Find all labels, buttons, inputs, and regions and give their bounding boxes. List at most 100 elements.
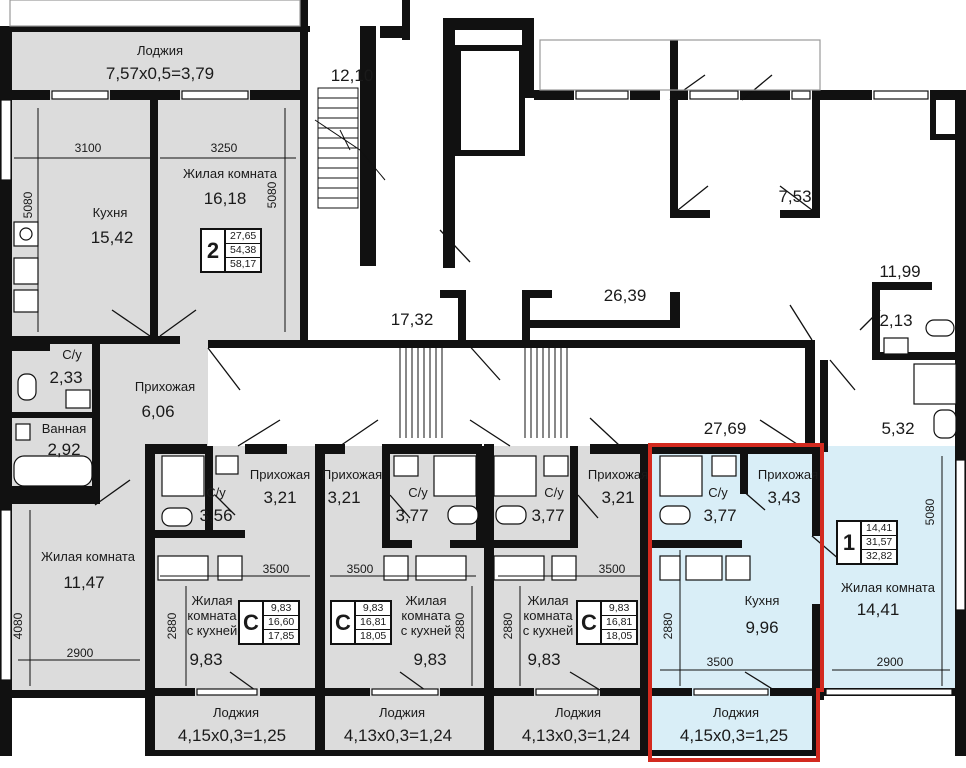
apt2-kitchen-label: Кухня	[92, 205, 128, 220]
dimension-lines	[14, 108, 950, 686]
stairs	[314, 87, 568, 438]
studio2-badge-total: 16,81	[356, 616, 391, 630]
apt2-area-badge: 2 27,65 54,38 58,17	[200, 228, 263, 273]
apt1-kitchen-area: 9,96	[745, 618, 779, 637]
studio1-badge-with-loggia: 17,85	[268, 630, 295, 642]
studio3-class: С	[578, 602, 602, 643]
apt2-badge-total: 54,38	[226, 244, 261, 258]
studio1-class: С	[240, 602, 264, 643]
room-area-532: 5,32	[881, 419, 915, 438]
studio2-dim-w: 3500	[346, 562, 374, 576]
studio1-room-label: Жилая комната с кухней	[186, 593, 238, 638]
apt2-rooms-count: 2	[202, 230, 226, 271]
hall-area-2639: 26,39	[603, 286, 647, 305]
bath-area-213: 2,13	[879, 311, 913, 330]
studio3-badge-total: 16,81	[602, 616, 637, 630]
apt2-living-area: 16,18	[203, 189, 247, 208]
studio1-room-area: 9,83	[189, 650, 223, 669]
apt2-bath1-label: С/у	[62, 347, 82, 362]
apt2-bath1-area: 2,33	[49, 368, 83, 387]
doors	[94, 74, 881, 691]
apt1-living-label: Жилая комната	[841, 580, 935, 595]
apt2-badge-living: 27,65	[226, 230, 261, 244]
apt1-hall-area: 3,43	[767, 488, 801, 507]
apt2-loggia-formula: 7,57x0,5=3,79	[105, 64, 215, 83]
apt2-dim-2900: 2900	[66, 646, 94, 660]
studio2-room-area: 9,83	[413, 650, 447, 669]
studio3-bath-label: С/у	[544, 485, 564, 500]
corridor-area-2769: 27,69	[703, 419, 747, 438]
apt2-loggia-label: Лоджия	[136, 43, 184, 58]
apt1-dim-5080: 5080	[923, 498, 937, 526]
studio3-loggia-label: Лоджия	[554, 705, 602, 720]
apt1-loggia-formula: 4,15x0,3=1,25	[679, 726, 789, 745]
apt2-living-label: Жилая комната	[183, 166, 277, 181]
studio1-loggia-label: Лоджия	[212, 705, 260, 720]
apt1-area-badge: 1 14,41 31,57 32,82	[836, 520, 899, 565]
studio2-hall-area: 3,21	[327, 488, 361, 507]
apt1-kitchen-label: Кухня	[744, 593, 780, 608]
studio2-dim-h: 2880	[453, 612, 467, 640]
apt2-hall-area: 6,06	[141, 402, 175, 421]
studio2-bath-area: 3,77	[395, 506, 429, 525]
studio1-badge-living: 9,83	[264, 602, 299, 616]
studio3-hall-label: Прихожая	[587, 467, 649, 482]
fixtures	[13, 221, 957, 581]
highlighted-apartment-border	[648, 443, 824, 762]
studio3-room-label: Жилая комната с кухней	[522, 593, 574, 638]
apt1-living-area: 14,41	[856, 600, 900, 619]
studio2-hall-label: Прихожая	[321, 467, 383, 482]
studio1-badge-total: 16,60	[264, 616, 299, 630]
studio3-badge-living: 9,83	[602, 602, 637, 616]
apt1-badge-total: 31,57	[862, 536, 897, 550]
apt1-badge-living: 14,41	[862, 522, 897, 536]
apt2-dim-3250: 3250	[210, 141, 238, 155]
apt1-loggia-label: Лоджия	[712, 705, 760, 720]
studio1-loggia-formula: 4,15x0,3=1,25	[177, 726, 287, 745]
apt1-dim-2900: 2900	[876, 655, 904, 669]
apt2-dim-3100: 3100	[74, 141, 102, 155]
apt1-dim-3500: 3500	[706, 655, 734, 669]
studio2-badge-living: 9,83	[356, 602, 391, 616]
apt2-kitchen-area: 15,42	[90, 228, 134, 247]
apt1-bath-area: 3,77	[703, 506, 737, 525]
studio3-hall-area: 3,21	[601, 488, 635, 507]
studio1-hall-label: Прихожая	[249, 467, 311, 482]
loggias-grey-area	[148, 692, 652, 756]
apt1-hall-label: Прихожая	[757, 467, 819, 482]
apt2-bath2-area: 2,92	[47, 440, 81, 459]
studio3-bath-area: 3,77	[531, 506, 565, 525]
highlighted-loggia-fill	[652, 692, 817, 756]
windows	[0, 0, 966, 696]
studio3-loggia-formula: 4,13x0,3=1,24	[521, 726, 631, 745]
studio2-area-badge: С 9,83 16,81 18,05	[330, 600, 393, 645]
apt2-badge-with-loggia: 58,17	[230, 258, 257, 270]
apt2-bath2-label: Ванная	[41, 421, 87, 436]
studio1-dim-w: 3500	[262, 562, 290, 576]
apt2-dim-5080-right: 5080	[265, 181, 279, 209]
studio1-area-badge: С 9,83 16,60 17,85	[238, 600, 301, 645]
studio1-bath-label: С/у	[206, 485, 226, 500]
studio1-hall-area: 3,21	[263, 488, 297, 507]
studio3-dim-h: 2880	[501, 612, 515, 640]
apt1-bath-label: С/у	[708, 485, 728, 500]
studio2-loggia-label: Лоджия	[378, 705, 426, 720]
studio2-loggia-formula: 4,13x0,3=1,24	[343, 726, 453, 745]
apt1-badge-with-loggia: 32,82	[866, 550, 893, 562]
stairs-area: 12,10	[330, 66, 374, 85]
studio3-area-badge: С 9,83 16,81 18,05	[576, 600, 639, 645]
apt2-dim-5080-left: 5080	[21, 191, 35, 219]
studio3-room-area: 9,83	[527, 650, 561, 669]
studio3-dim-w: 3500	[598, 562, 626, 576]
apt2-dim-4080: 4080	[11, 612, 25, 640]
apt1-dim-2880: 2880	[661, 612, 675, 640]
corridor-area-1732: 17,32	[390, 310, 434, 329]
studio2-class: С	[332, 602, 356, 643]
apt2-living2-label: Жилая комната	[41, 549, 135, 564]
studio1-bath-area: 3,56	[199, 506, 233, 525]
apt2-hall-label: Прихожая	[134, 379, 196, 394]
studio2-badge-with-loggia: 18,05	[360, 630, 387, 642]
apt2-living2-area: 11,47	[63, 573, 105, 592]
room-area-1199: 11,99	[879, 262, 921, 281]
